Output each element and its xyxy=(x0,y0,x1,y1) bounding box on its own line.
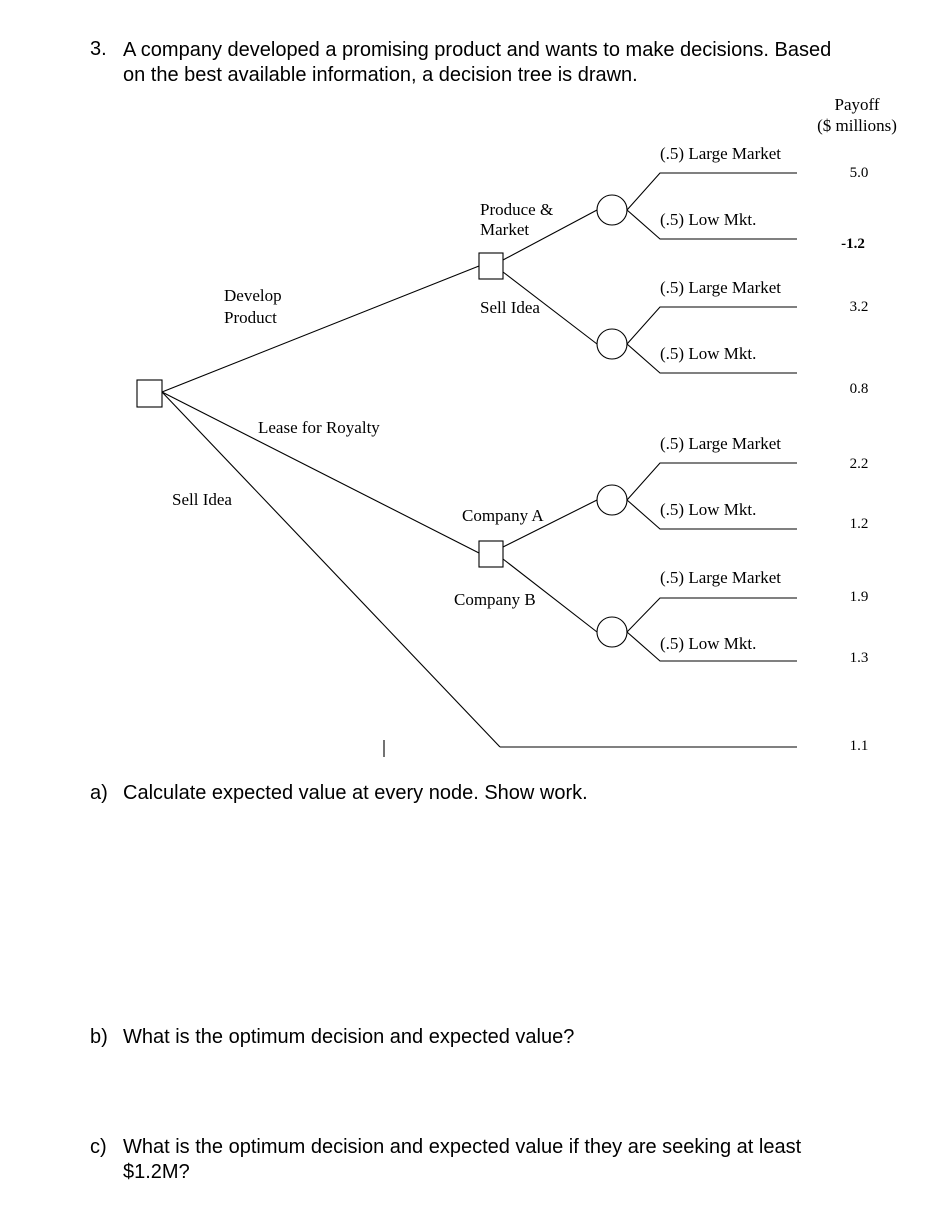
branch-produce-market xyxy=(502,209,598,261)
label-company-a: Company A xyxy=(462,506,544,525)
payoff-value-4: 0.8 xyxy=(850,381,869,397)
outcome-line-8 xyxy=(626,631,797,662)
label-company-b: Company B xyxy=(454,590,536,609)
label-sell-idea-develop: Sell Idea xyxy=(480,298,540,317)
chance-node-sell-idea xyxy=(596,328,628,360)
branch-sell-idea xyxy=(161,391,501,748)
part-b-text: What is the optimum decision and expecte… xyxy=(123,1026,575,1048)
payoff-value-5: 2.2 xyxy=(850,456,869,472)
outcome-line-6 xyxy=(626,499,797,530)
outcome-line-1 xyxy=(626,172,797,211)
outcome-line-7 xyxy=(626,597,797,633)
label-sell-idea-root: Sell Idea xyxy=(172,490,232,509)
question-number: 3. xyxy=(90,38,107,60)
payoff-value-3: 3.2 xyxy=(850,299,869,315)
outcome-label-8: (.5) Low Mkt. xyxy=(660,634,756,653)
outcome-label-3: (.5) Large Market xyxy=(660,278,781,297)
outcome-line-4 xyxy=(626,343,797,374)
payoff-value-7: 1.9 xyxy=(850,589,869,605)
develop-decision-node xyxy=(478,252,504,280)
lease-decision-node xyxy=(478,540,504,568)
label-develop-line2: Product xyxy=(224,308,277,327)
question-text: A company developed a promising product … xyxy=(123,39,832,86)
payoff-header-line2: ($ millions) xyxy=(817,116,897,135)
outcome-label-6: (.5) Low Mkt. xyxy=(660,500,756,519)
outcome-label-5: (.5) Large Market xyxy=(660,434,781,453)
part-c-label: c) xyxy=(90,1136,107,1158)
outcome-label-2: (.5) Low Mkt. xyxy=(660,210,756,229)
payoff-header-line1: Payoff xyxy=(834,95,879,114)
root-decision-node xyxy=(136,379,163,408)
payoff-value-8: 1.3 xyxy=(850,650,869,666)
payoff-value-1: 5.0 xyxy=(850,165,869,181)
label-lease-for-royalty: Lease for Royalty xyxy=(258,418,380,437)
outcome-label-4: (.5) Low Mkt. xyxy=(660,344,756,363)
outcome-label-7: (.5) Large Market xyxy=(660,568,781,587)
outcome-line-2 xyxy=(626,209,797,240)
branch-company-b xyxy=(502,558,598,633)
outcome-line-5 xyxy=(626,462,797,501)
branch-company-a xyxy=(502,499,598,548)
branch-develop-product xyxy=(161,265,480,393)
outcome-label-1: (.5) Large Market xyxy=(660,144,781,163)
branch-lease-for-royalty xyxy=(161,391,480,554)
decision-tree-diagram: Payoff ($ millions) Develop Product Leas… xyxy=(136,95,897,757)
branch-sell-idea-develop xyxy=(502,271,598,345)
part-a-text: Calculate expected value at every node. … xyxy=(123,782,588,804)
payoff-value-2: -1.2 xyxy=(841,236,865,252)
label-produce-market-line2: Market xyxy=(480,220,529,239)
part-b-label: b) xyxy=(90,1026,108,1048)
payoff-value-sell-idea: 1.1 xyxy=(850,738,869,754)
part-c-text: What is the optimum decision and expecte… xyxy=(123,1136,802,1183)
outcome-line-3 xyxy=(626,306,797,345)
chance-node-company-b xyxy=(596,616,628,648)
payoff-value-6: 1.2 xyxy=(850,516,869,532)
chance-node-produce-market xyxy=(596,194,628,226)
part-a-label: a) xyxy=(90,782,108,804)
label-produce-market-line1: Produce & xyxy=(480,200,553,219)
chance-node-company-a xyxy=(596,484,628,516)
label-develop-line1: Develop xyxy=(224,286,282,305)
